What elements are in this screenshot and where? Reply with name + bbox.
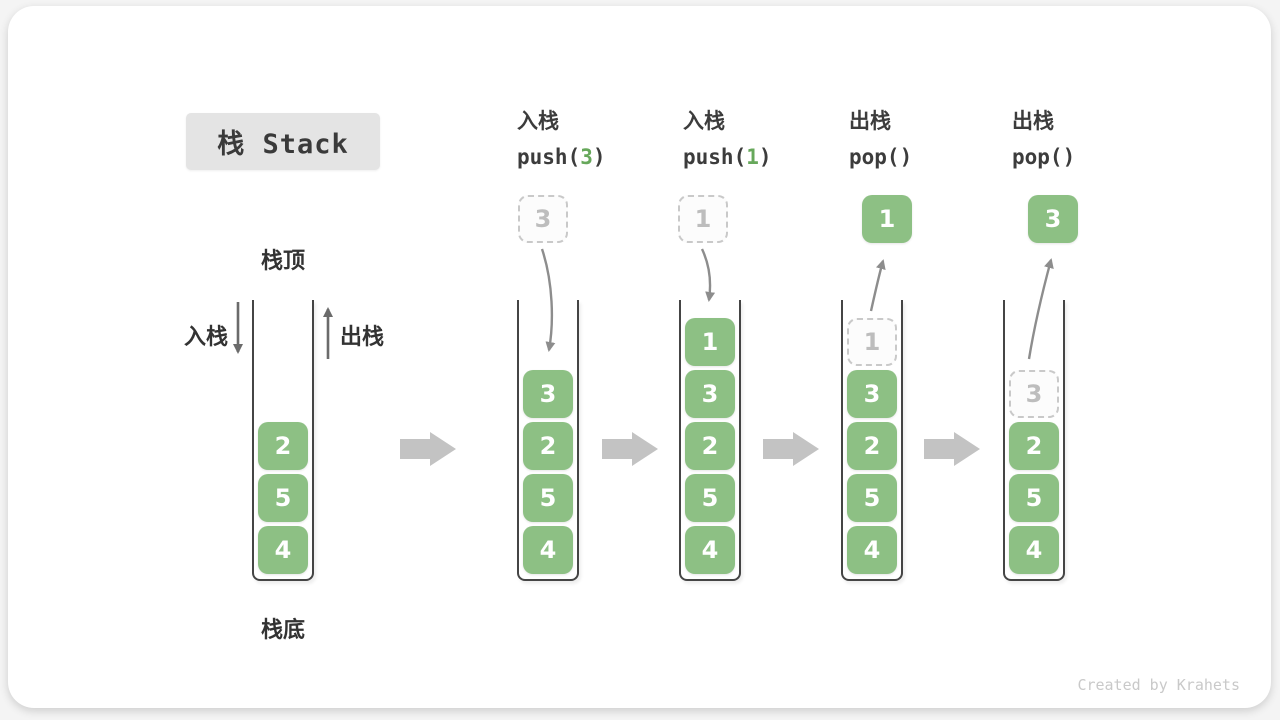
stack-item: 2 [523, 422, 573, 470]
op-label: 入栈 [683, 110, 725, 133]
stack-item: 4 [258, 526, 308, 574]
stack-item-ghost: 1 [847, 318, 897, 366]
watermark: Created by Krahets [1077, 676, 1240, 694]
pending-push-element: 1 [678, 195, 728, 243]
op-label: 出栈 [1012, 110, 1054, 133]
stack-item: 3 [847, 370, 897, 418]
pending-push-element: 3 [518, 195, 568, 243]
stack-item: 3 [685, 370, 735, 418]
stack-bottom-label: 栈底 [260, 617, 305, 642]
popped-element: 1 [862, 195, 912, 243]
op-header-pop-1: 出栈 pop() [849, 105, 912, 169]
op-code: pop() [849, 145, 913, 169]
stack-item: 5 [258, 474, 308, 522]
op-label: 入栈 [517, 110, 559, 133]
stack-item: 2 [258, 422, 308, 470]
op-code: push(1) [683, 145, 772, 169]
page-title: 栈 Stack [186, 113, 380, 170]
stack-item: 4 [1009, 526, 1059, 574]
next-step-arrow-icon [763, 432, 819, 466]
stack-item: 5 [523, 474, 573, 522]
stack-item-ghost: 3 [1009, 370, 1059, 418]
stack-state-5: 3 2 5 4 [1003, 300, 1065, 581]
next-step-arrow-icon [400, 432, 456, 466]
next-step-arrow-icon [602, 432, 658, 466]
stack-item: 1 [685, 318, 735, 366]
stack-item: 4 [523, 526, 573, 574]
stack-item: 2 [847, 422, 897, 470]
stack-state-4: 1 3 2 5 4 [841, 300, 903, 581]
stack-item: 5 [847, 474, 897, 522]
stack-item: 3 [523, 370, 573, 418]
op-code: pop() [1012, 145, 1076, 169]
stack-item: 4 [847, 526, 897, 574]
stack-state-3: 1 3 2 5 4 [679, 300, 741, 581]
stack-item: 5 [685, 474, 735, 522]
stack-top-label: 栈顶 [260, 248, 305, 273]
stack-item: 2 [685, 422, 735, 470]
push-1-arrow-icon [700, 248, 716, 302]
stack-state-2: 3 2 5 4 [517, 300, 579, 581]
op-label: 出栈 [849, 110, 891, 133]
popped-element: 3 [1028, 195, 1078, 243]
stack-item: 5 [1009, 474, 1059, 522]
op-header-push-1: 入栈 push(1) [683, 105, 772, 169]
stack-item: 4 [685, 526, 735, 574]
push-direction-label: 入栈 [183, 324, 228, 349]
stack-state-1: 2 5 4 [252, 300, 314, 581]
op-code-arg: 1 [746, 145, 759, 169]
stack-item: 2 [1009, 422, 1059, 470]
op-code-arg: 3 [580, 145, 593, 169]
op-header-push-3: 入栈 push(3) [517, 105, 606, 169]
pop-direction-label: 出栈 [340, 324, 385, 349]
next-step-arrow-icon [924, 432, 980, 466]
op-header-pop-2: 出栈 pop() [1012, 105, 1075, 169]
op-code: push(3) [517, 145, 606, 169]
